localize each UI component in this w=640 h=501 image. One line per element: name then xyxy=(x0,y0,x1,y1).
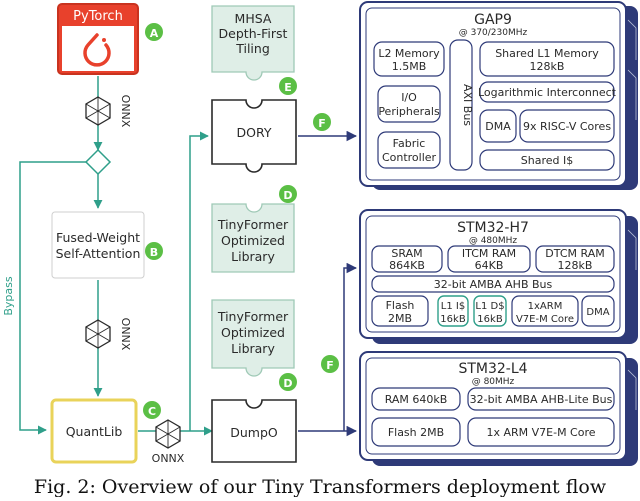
gap9-shared-l1-line2: 128kB xyxy=(530,60,565,73)
pytorch-label: PyTorch xyxy=(73,9,123,24)
decision-diamond xyxy=(84,148,112,176)
gap9-shared-icache: Shared I$ xyxy=(521,154,573,167)
badge-f-1: F xyxy=(313,113,331,131)
badge-d1-label: D xyxy=(283,189,292,202)
pytorch-icon xyxy=(83,33,111,67)
mhsa-line3: Tiling xyxy=(235,41,270,56)
pytorch-node: PyTorch xyxy=(57,3,139,75)
gap9-io-line1: I/O xyxy=(401,91,417,104)
gap9-freq: @ 370/230MHz xyxy=(459,28,528,38)
gap9-axi-bus: AXI Bus xyxy=(461,84,474,126)
onnx-icon-2 xyxy=(85,319,111,349)
onnx-label-3: ONNX xyxy=(152,452,185,465)
gap9-fabric-line2: Controller xyxy=(382,151,437,164)
fused-weight-line1: Fused-Weight xyxy=(56,230,140,245)
mhsa-line1: MHSA xyxy=(235,11,272,26)
gap9-title: GAP9 xyxy=(474,12,512,28)
badge-f2-label: F xyxy=(326,359,334,372)
onnx-label-1: ONNX xyxy=(119,95,132,128)
tinyformer1-line2: Optimized xyxy=(221,233,285,248)
gap9-fabric-line1: Fabric xyxy=(393,137,426,150)
gap9-dma: DMA xyxy=(485,120,511,133)
dumpo-label: DumpO xyxy=(230,425,278,440)
stm32l4-chip: STM32-L4 @ 80MHz RAM 640kB 32-bit AMBA A… xyxy=(359,351,638,466)
onnx-icon-3 xyxy=(155,419,181,449)
quantlib-node: QuantLib xyxy=(50,398,138,464)
badge-d2-label: D xyxy=(283,377,292,390)
tinyformer-piece-2: TinyFormer Optimized Library xyxy=(211,299,295,377)
h7-sram-line2: 864KB xyxy=(389,259,425,272)
dory-piece: DORY xyxy=(211,99,297,173)
h7-l1i-line2: 16kB xyxy=(440,314,466,325)
mhsa-tiling-piece: MHSA Depth-First Tiling xyxy=(211,5,295,81)
tinyformer2-line3: Library xyxy=(231,341,275,356)
stm32h7-title: STM32-H7 xyxy=(457,220,529,236)
mhsa-line2: Depth-First xyxy=(219,26,288,41)
badge-c-label: C xyxy=(148,405,156,418)
h7-bus: 32-bit AMBA AHB Bus xyxy=(434,278,553,291)
gap9-io-line2: Peripherals xyxy=(378,105,440,118)
dory-label: DORY xyxy=(237,125,272,140)
stm32l4-title: STM32-L4 xyxy=(458,361,527,377)
h7-l1d-line2: 16kB xyxy=(477,314,503,325)
h7-dtcm-line1: DTCM RAM xyxy=(545,247,604,260)
h7-arm-line1: 1xARM xyxy=(528,301,563,312)
stm32h7-freq: @ 480MHz xyxy=(469,236,518,246)
h7-l1d-line1: L1 D$ xyxy=(475,301,504,312)
h7-dtcm-line2: 128kB xyxy=(558,259,593,272)
circuit-traces xyxy=(627,19,637,410)
stm32l4-freq: @ 80MHz xyxy=(472,377,515,387)
dumpo-piece: DumpO xyxy=(211,399,297,463)
l4-flash: Flash 2MB xyxy=(388,426,444,439)
onnx-icon-1 xyxy=(85,96,111,126)
gap9-l2-line1: L2 Memory xyxy=(378,47,440,60)
fused-weight-line2: Self-Attention xyxy=(56,246,141,261)
h7-flash-line2: 2MB xyxy=(388,312,412,325)
h7-l1i-line1: L1 I$ xyxy=(441,301,465,312)
badge-b-label: B xyxy=(150,246,158,259)
h7-itcm-line1: ITCM RAM xyxy=(462,247,516,260)
badge-e: E xyxy=(279,77,297,95)
figure-caption: Fig. 2: Overview of our Tiny Transformer… xyxy=(34,476,607,497)
gap9-shared-l1-line1: Shared L1 Memory xyxy=(495,47,599,60)
tinyformer1-line1: TinyFormer xyxy=(217,217,289,232)
l4-arm: 1x ARM V7E-M Core xyxy=(486,426,595,439)
l4-ram: RAM 640kB xyxy=(385,393,448,406)
gap9-log-interconnect: Logarithmic Interconnect xyxy=(478,86,617,99)
tinyformer2-line1: TinyFormer xyxy=(217,309,289,324)
bypass-label: Bypass xyxy=(2,276,15,316)
quantlib-label: QuantLib xyxy=(66,424,123,439)
tinyformer1-line3: Library xyxy=(231,249,275,264)
tinyformer-piece-1: TinyFormer Optimized Library xyxy=(211,203,295,273)
badge-f-2: F xyxy=(321,355,339,373)
h7-itcm-line2: 64KB xyxy=(475,259,504,272)
gap9-chip: GAP9 @ 370/230MHz L2 Memory 1.5MB I/O Pe… xyxy=(359,1,638,190)
badge-d-1: D xyxy=(279,185,297,203)
tinyformer2-line2: Optimized xyxy=(221,325,285,340)
h7-arm-line2: V7E-M Core xyxy=(516,314,574,325)
badge-f1-label: F xyxy=(318,117,326,130)
badge-a: A xyxy=(145,23,163,41)
stm32h7-chip: STM32-H7 @ 480MHz SRAM 864KB ITCM RAM 64… xyxy=(359,209,638,344)
gap9-l2-line2: 1.5MB xyxy=(392,60,427,73)
h7-dma: DMA xyxy=(586,307,609,318)
badge-a-label: A xyxy=(150,27,159,40)
onnx-label-2: ONNX xyxy=(119,318,132,351)
badge-b: B xyxy=(145,242,163,260)
badge-c: C xyxy=(143,401,161,419)
badge-d-2: D xyxy=(279,373,297,391)
h7-flash-line1: Flash xyxy=(386,299,415,312)
l4-bus: 32-bit AMBA AHB-Lite Bus xyxy=(470,393,613,406)
fused-weight-node: Fused-Weight Self-Attention xyxy=(51,211,145,279)
badge-e-label: E xyxy=(284,81,292,94)
gap9-riscv: 9x RISC-V Cores xyxy=(523,120,611,133)
h7-sram-line1: SRAM xyxy=(391,247,422,260)
